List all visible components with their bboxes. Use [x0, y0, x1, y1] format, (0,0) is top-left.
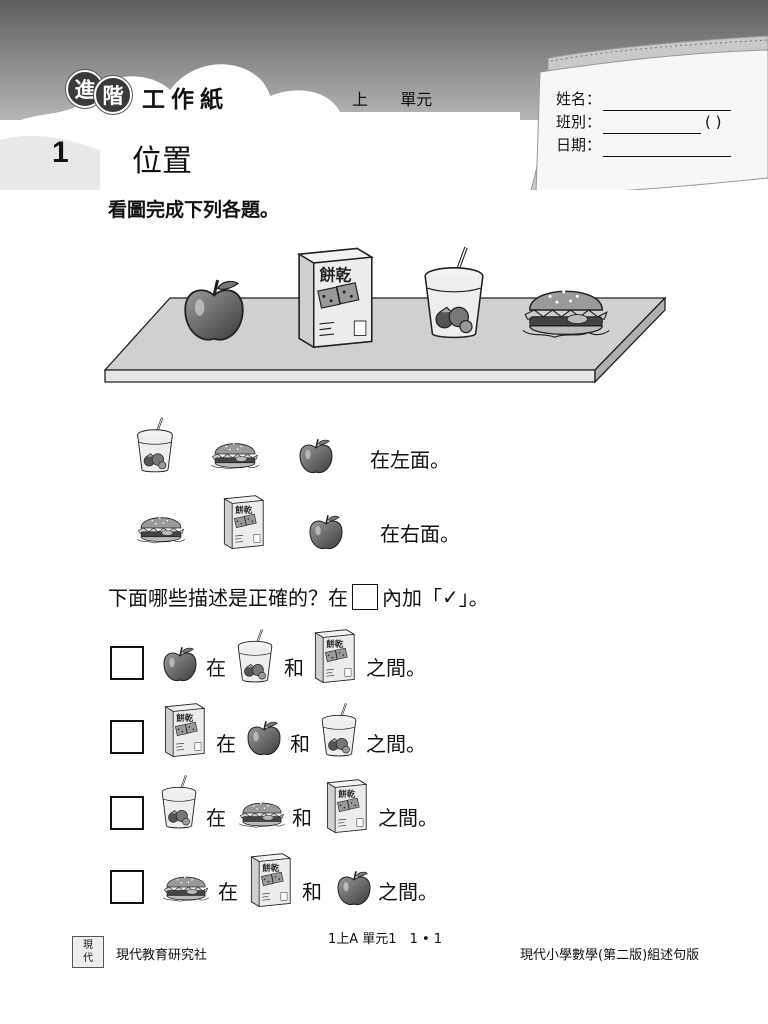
question-text: 下面哪些描述是正確的？在 內加「 ✓ 」。	[108, 582, 489, 611]
statement-1-and: 和	[284, 656, 304, 680]
worksheet-title: 工作紙	[142, 86, 229, 113]
burger-icon	[238, 802, 286, 828]
biscuit-box-icon	[223, 495, 264, 549]
statement-3-and: 和	[292, 806, 312, 830]
check-mark: ✓	[442, 584, 459, 609]
publisher-name: 現代教育研究社	[116, 948, 208, 963]
instruction-text: 看圖完成下列各題。	[108, 199, 280, 221]
statement-1-in: 在	[206, 656, 226, 680]
drink-cup-icon	[423, 245, 485, 340]
biscuit-box-icon	[326, 779, 367, 833]
class-field[interactable]	[603, 117, 702, 134]
name-field[interactable]	[603, 94, 732, 111]
class-number-field[interactable]: ( )	[705, 113, 722, 131]
statement-2-in: 在	[216, 732, 236, 756]
fill-row-1-text: 在左面。	[370, 448, 450, 472]
answer-checkbox-4[interactable]	[110, 870, 144, 904]
class-label: 班別：	[556, 113, 602, 131]
unit-word: 單元	[400, 90, 433, 109]
grade-label: 上	[352, 90, 369, 109]
statement-2-and: 和	[290, 732, 310, 756]
sample-box	[352, 583, 378, 610]
drink-cup-icon	[161, 774, 197, 830]
question-before: 下面哪些描述是正確的？在	[108, 586, 348, 610]
answer-checkbox-3[interactable]	[110, 796, 144, 830]
statement-4-and: 和	[302, 880, 322, 904]
unit-label: 上 單元	[352, 86, 432, 110]
statement-2-between: 之間。	[366, 732, 426, 756]
drink-cup-icon	[136, 416, 174, 474]
burger-icon	[162, 876, 210, 902]
question-end: 」。	[458, 586, 489, 610]
page-number: 1上A 單元1 1 • 1	[328, 932, 443, 947]
date-label: 日期：	[556, 136, 602, 154]
statement-4-in: 在	[218, 880, 238, 904]
apple-icon	[337, 870, 371, 906]
apple-icon	[183, 278, 245, 342]
answer-checkbox-2[interactable]	[110, 720, 144, 754]
answer-checkbox-1[interactable]	[110, 646, 144, 680]
badge-char-2: 階	[94, 76, 132, 114]
apple-icon	[163, 646, 197, 682]
series-name: 現代小學數學(第二版)組述句版	[520, 948, 700, 963]
question-after: 內加「	[382, 586, 442, 610]
statement-1-between: 之間。	[366, 656, 426, 680]
fill-row-2-text: 在右面。	[380, 522, 460, 546]
apple-icon	[309, 514, 343, 550]
drink-cup-icon	[321, 702, 357, 758]
header-cloud-banner	[0, 0, 768, 190]
biscuit-box-icon	[298, 247, 373, 349]
biscuit-box-icon	[164, 703, 205, 757]
logo-char-1: 現	[83, 940, 93, 951]
shelf-side	[594, 296, 666, 384]
shelf-front	[104, 369, 596, 383]
statement-3-in: 在	[206, 806, 226, 830]
biscuit-box-icon	[314, 629, 355, 683]
statement-3-between: 之間。	[378, 806, 438, 830]
lesson-number: 1	[52, 136, 69, 169]
apple-icon	[299, 438, 333, 474]
lesson-title: 位置	[132, 144, 192, 179]
burger-icon	[136, 516, 186, 544]
biscuit-box-icon	[250, 853, 291, 907]
logo-char-2: 代	[83, 953, 93, 964]
student-info-form: 姓名： 班別： ( ) 日期：	[556, 88, 732, 157]
apple-icon	[247, 720, 281, 756]
shelf-scene	[103, 245, 667, 384]
name-label: 姓名：	[556, 90, 602, 108]
statement-4-between: 之間。	[378, 880, 438, 904]
drink-cup-icon	[237, 628, 273, 684]
publisher-logo: 現 代	[72, 936, 104, 968]
burger-icon	[210, 442, 260, 470]
date-field[interactable]	[603, 140, 732, 157]
